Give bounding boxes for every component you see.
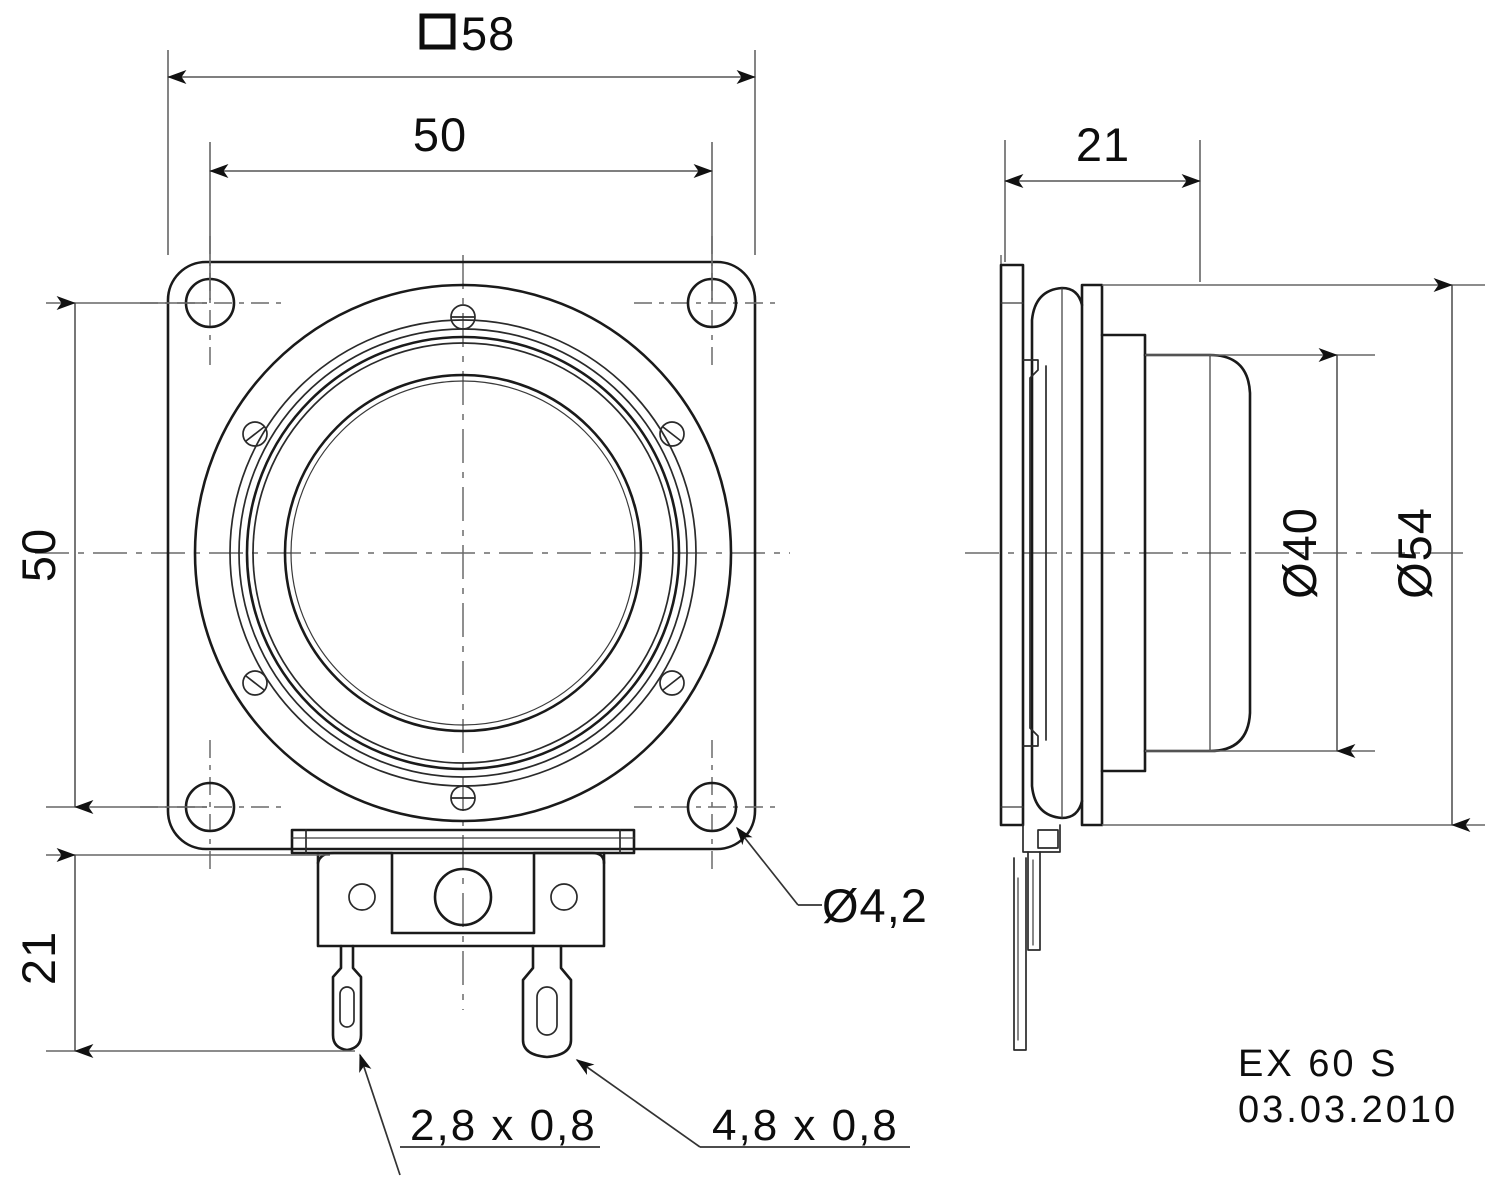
terminal-body-outline [316, 851, 606, 948]
dim-t48-label: 4,8 x 0,8 [712, 1101, 899, 1150]
flange-plate [999, 263, 1025, 827]
terminal-bar [290, 828, 636, 855]
terminal-block [290, 828, 636, 1059]
fastener-bottom-hole [450, 785, 476, 811]
terminal-blade-large [521, 944, 573, 1059]
cone-edge-ring [283, 373, 643, 733]
side-terminals [1013, 824, 1061, 1051]
basket-outer-ring [193, 283, 733, 823]
terminal-body-step [316, 851, 606, 935]
terminal-hole-right [550, 883, 578, 911]
dim-overall-depth: 21 [1004, 118, 1201, 282]
cone-inner-ring [290, 380, 636, 726]
dim-58-label: 58 [461, 7, 515, 60]
mounting-hole-bottom-right [686, 781, 738, 833]
callout-terminal-large: 4,8 x 0,8 [575, 1059, 910, 1150]
fastener-ll-hole [242, 670, 268, 696]
square-symbol-icon [419, 13, 456, 50]
side-terminal-body [1037, 829, 1059, 849]
basket-rim [1080, 283, 1104, 827]
fastener-ll-slot [245, 675, 265, 691]
magnet-body [1143, 353, 1252, 753]
basket-fastener-group [242, 304, 685, 811]
side-terminal-blade-right [1027, 851, 1041, 951]
front-view: 58 50 50 21 Ø4,2 [12, 7, 928, 1176]
fastener-ur-slot [662, 426, 682, 442]
dim-d42-leader [736, 826, 799, 906]
side-terminal-blade-left [1013, 857, 1027, 1051]
fastener-top [450, 304, 476, 330]
dim-hole-pitch-vertical: 50 [12, 295, 207, 815]
dim-terminal-drop: 21 [12, 847, 355, 1059]
fastener-ur-hole [659, 421, 685, 447]
dim-d42-label: Ø4,2 [822, 879, 928, 932]
fastener-lower-right [659, 670, 685, 696]
side-view: 21 Ø40 Ø54 [965, 118, 1485, 1051]
surround-mid-ring [252, 342, 674, 764]
dim-d40-label: Ø40 [1273, 507, 1326, 599]
front-plate [1100, 333, 1147, 773]
fastener-upper-left [242, 421, 268, 447]
callout-mounting-hole-diameter: Ø4,2 [736, 826, 928, 932]
callout-terminal-small: 2,8 x 0,8 [359, 1053, 600, 1176]
fastener-upper-right [659, 421, 685, 447]
terminal-blade-small [331, 944, 363, 1052]
fastener-ul-slot [245, 426, 265, 442]
dim-t28-leader [359, 1053, 401, 1176]
side-terminal-base [1022, 824, 1061, 853]
dim-v21-label: 21 [12, 931, 65, 985]
terminal-hole-left [348, 883, 376, 911]
dim-d54-label: Ø54 [1388, 507, 1441, 599]
title-block: EX 60 S 03.03.2010 [1238, 1043, 1458, 1131]
dim-magnet-diameter: Ø40 [1145, 347, 1375, 759]
dim-frame-square: 58 [167, 7, 756, 255]
dim-t28-label: 2,8 x 0,8 [410, 1101, 597, 1150]
fastener-bottom [450, 785, 476, 811]
terminal-blade-large-slot [536, 986, 558, 1036]
fastener-lr-slot [662, 675, 682, 691]
dim-d21-label: 21 [1076, 118, 1130, 171]
dim-basket-diameter: Ø54 [1102, 277, 1485, 833]
dim-v50-label: 50 [12, 528, 65, 582]
drawing-date: 03.03.2010 [1238, 1089, 1458, 1131]
surround-outer-ring [245, 335, 681, 771]
voice-coil-profile [1022, 359, 1039, 747]
terminal-center-hole [433, 867, 493, 927]
fastener-lr-hole [659, 670, 685, 696]
terminal-blade-small-slot [339, 986, 355, 1028]
fastener-lower-left [242, 670, 268, 696]
surround-profile [1030, 286, 1084, 820]
dim-hole-pitch-horizontal: 50 [209, 108, 713, 300]
dim-t48-leader [575, 1059, 701, 1148]
fastener-ul-hole [242, 421, 268, 447]
model-name: EX 60 S [1238, 1043, 1398, 1085]
frame-outline [166, 260, 757, 851]
fastener-top-hole [450, 304, 476, 330]
dim-h50-label: 50 [413, 108, 467, 161]
